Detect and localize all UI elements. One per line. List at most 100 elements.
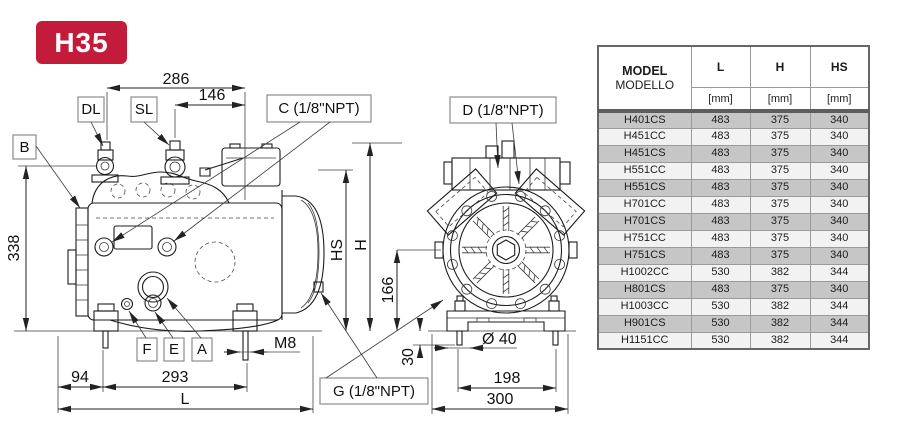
flange-bolts [446,190,565,310]
col-header-hs: HS [809,45,870,88]
callout-G: G (1/8"NPT) [319,292,444,405]
value-cell: 375 [749,246,811,265]
label-D: D (1/8"NPT) [462,102,543,119]
dim-30: 30 [400,348,417,366]
top-valve-assembly [443,140,571,191]
mounting-base [446,295,566,346]
value-cell: 340 [809,161,870,180]
service-valve-dl [91,141,119,183]
label-F: F [142,341,151,358]
model-cell: H1002CC [597,263,692,282]
side-view-drawing: 286 146 338 94 293 L HS [6,71,444,413]
unit-h: [mm] [749,87,811,112]
value-cell: 340 [809,195,870,214]
dim-L: L [181,391,190,408]
value-cell: 344 [809,331,870,350]
model-cell: H701CC [597,195,692,214]
value-cell: 375 [749,109,811,129]
value-cell: 483 [690,161,751,180]
value-cell: 382 [749,331,811,350]
value-cell: 344 [809,314,870,333]
front-view-drawing: D (1/8"NPT) 166 30 Ø 40 [380,96,586,414]
shaft-hex-nut [496,239,516,261]
value-cell: 344 [809,297,870,316]
col-header-l: L [690,45,751,88]
value-cell: 340 [809,144,870,163]
col-header-h: H [749,45,811,88]
model-cell: H751CS [597,246,692,265]
mounting-foot-right [232,303,258,361]
value-cell: 530 [690,314,751,333]
value-cell: 340 [809,109,870,129]
compressor-body [87,157,283,332]
callout-B: B [12,134,81,209]
label-SL: SL [135,101,153,118]
value-cell: 344 [809,263,870,282]
value-cell: 382 [749,314,811,333]
value-cell: 340 [809,229,870,248]
value-cell: 375 [749,195,811,214]
header-modello: MODELLO [615,78,675,92]
sight-glass [120,271,169,312]
value-cell: 530 [690,263,751,282]
label-E: E [169,341,179,358]
model-cell: H401CS [597,109,692,129]
label-G: G (1/8"NPT) [333,383,415,400]
value-cell: 340 [809,212,870,231]
dim-293: 293 [162,369,189,386]
callout-C: C (1/8"NPT) [111,94,372,243]
table-header: MODEL MODELLO L H HS [mm] [mm] [mm] [597,45,870,112]
value-cell: 483 [690,229,751,248]
value-cell: 340 [809,178,870,197]
model-cell: H751CC [597,229,692,248]
label-C: C (1/8"NPT) [278,100,359,117]
unit-hs: [mm] [809,87,870,112]
value-cell: 375 [749,178,811,197]
callout-E: E [154,311,185,362]
callout-D: D (1/8"NPT) [449,96,557,185]
model-cell: H551CC [597,161,692,180]
value-cell: 530 [690,297,751,316]
value-cell: 375 [749,144,811,163]
callout-A: A [166,297,213,362]
service-valve-sl [160,140,190,185]
value-cell: 530 [690,331,751,350]
value-cell: 375 [749,161,811,180]
oil-port-g [313,281,324,293]
col-header-model: MODEL MODELLO [597,45,692,112]
value-cell: 382 [749,297,811,316]
dim-338: 338 [6,235,23,262]
flange-spokes [461,205,551,295]
label-A: A [197,341,207,358]
model-series-badge: H35 [36,21,127,64]
cylinder-bank-left [426,168,498,236]
dim-300: 300 [487,391,514,408]
model-cell: H451CS [597,144,692,163]
model-cell: H551CS [597,178,692,197]
model-dimension-table: MODEL MODELLO L H HS [mm] [mm] [mm] H401… [597,45,870,350]
dim-198: 198 [494,370,521,387]
flange-circle [434,186,578,314]
value-cell: 483 [690,280,751,299]
motor-dome [281,190,325,320]
callout-F: F [128,310,158,362]
label-DL: DL [81,101,100,118]
cylinder-bank-right [514,168,586,236]
value-cell: 483 [690,195,751,214]
label-B: B [19,139,29,156]
